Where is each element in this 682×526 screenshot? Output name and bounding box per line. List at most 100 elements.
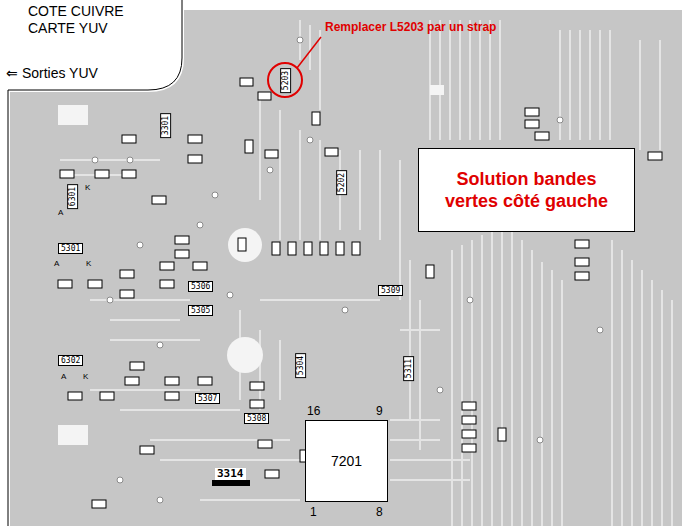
smd-pad bbox=[160, 262, 174, 270]
center-traces bbox=[260, 20, 400, 300]
smd-pad bbox=[165, 392, 179, 400]
pin-number: 1 bbox=[310, 506, 317, 519]
vias bbox=[92, 37, 603, 503]
smd-pad bbox=[575, 240, 589, 248]
via bbox=[107, 297, 113, 303]
smd-pad bbox=[265, 150, 278, 158]
smd-pad bbox=[575, 272, 589, 280]
via bbox=[157, 497, 163, 503]
copper-pad bbox=[227, 337, 263, 373]
component-ref: 3301 bbox=[160, 113, 171, 138]
pin-mark: K bbox=[83, 372, 88, 381]
via bbox=[127, 157, 133, 163]
smd-pad bbox=[336, 242, 344, 255]
via bbox=[307, 137, 313, 143]
component-ref: 5304 bbox=[295, 353, 306, 378]
pin-number: 9 bbox=[376, 405, 383, 418]
smd-pad bbox=[130, 362, 144, 370]
output-label: ⇐ Sorties YUV bbox=[6, 65, 98, 81]
smd-pad bbox=[498, 428, 506, 441]
via bbox=[297, 37, 303, 43]
smd-pad bbox=[525, 108, 539, 116]
component-ref: 5308 bbox=[244, 413, 269, 424]
pin-number: 8 bbox=[376, 506, 383, 519]
component-ref: 6301 bbox=[67, 184, 78, 209]
smd-pad bbox=[250, 382, 264, 390]
pin-mark: A bbox=[58, 208, 63, 217]
smd-pad bbox=[122, 170, 136, 178]
copper-pad bbox=[58, 105, 88, 125]
via bbox=[557, 117, 563, 123]
left-traces bbox=[60, 160, 380, 460]
smd-pad bbox=[122, 135, 136, 143]
smd-pad bbox=[68, 392, 82, 400]
smd-pad bbox=[245, 140, 253, 153]
smd-pad bbox=[88, 280, 102, 288]
component-ref: 5202 bbox=[336, 170, 347, 195]
lower-traces bbox=[200, 260, 470, 500]
upper-traces bbox=[430, 20, 660, 150]
board bbox=[10, 10, 682, 526]
bus-traces bbox=[452, 225, 672, 526]
smd-pad bbox=[95, 170, 109, 178]
leader-line bbox=[297, 37, 321, 68]
via bbox=[267, 167, 273, 173]
component-ref: 6302 bbox=[58, 355, 83, 366]
pin-mark: K bbox=[86, 259, 91, 268]
via bbox=[197, 222, 203, 228]
smd-pad bbox=[258, 92, 271, 100]
smd-pad bbox=[288, 242, 296, 255]
component-ref: 5301 bbox=[58, 243, 83, 254]
smd-pad bbox=[100, 392, 114, 400]
via bbox=[92, 157, 98, 163]
smd-pad bbox=[352, 242, 360, 255]
smd-pad bbox=[575, 258, 589, 266]
smd-pad bbox=[320, 242, 328, 255]
via bbox=[137, 242, 143, 248]
smd-pad bbox=[312, 112, 320, 125]
component-ref: 5203 bbox=[280, 68, 291, 93]
node-text: Solution bandes vertes côté gauche bbox=[435, 168, 618, 212]
smd-pad bbox=[462, 416, 476, 424]
smd-footprints bbox=[58, 78, 662, 508]
smd-pad bbox=[265, 470, 279, 478]
smd-pad bbox=[120, 290, 134, 298]
pin-mark: A bbox=[54, 259, 59, 268]
via bbox=[227, 292, 233, 298]
component-ref: 3314 bbox=[215, 468, 246, 480]
highlight-circle bbox=[268, 63, 302, 97]
smd-pad bbox=[175, 236, 189, 244]
component-pad-bar bbox=[212, 480, 250, 486]
component-ref: 5305 bbox=[188, 305, 213, 316]
copper-pad bbox=[58, 425, 88, 445]
via bbox=[597, 327, 603, 333]
pin-mark: A bbox=[61, 372, 66, 381]
smd-pad bbox=[125, 377, 139, 385]
smd-pad bbox=[535, 132, 549, 140]
smd-pad bbox=[250, 400, 264, 408]
smd-pad bbox=[58, 280, 72, 288]
via bbox=[467, 297, 473, 303]
smd-pad bbox=[648, 152, 662, 160]
instruction-note: Remplacer L5203 par un strap bbox=[325, 20, 496, 34]
copper-pad bbox=[430, 85, 444, 95]
smd-pad bbox=[165, 377, 179, 385]
smd-pad bbox=[304, 242, 312, 255]
smd-pad bbox=[120, 270, 134, 278]
smd-pad bbox=[152, 196, 166, 204]
smd-pad bbox=[325, 148, 338, 156]
smd-pad bbox=[462, 430, 476, 438]
component-ref: 5311 bbox=[403, 356, 414, 381]
smd-pad bbox=[426, 265, 434, 278]
pin-number: 16 bbox=[307, 405, 320, 418]
smd-pad bbox=[240, 78, 253, 86]
ic-body: 7201 bbox=[305, 420, 388, 502]
smd-pad bbox=[525, 120, 539, 128]
component-ref: 5307 bbox=[195, 393, 220, 404]
smd-pad bbox=[92, 500, 106, 508]
via bbox=[212, 192, 218, 198]
smd-pad bbox=[60, 170, 74, 178]
smd-pad bbox=[462, 444, 476, 452]
board-title: COTE CUIVRE CARTE YUV bbox=[28, 3, 138, 37]
